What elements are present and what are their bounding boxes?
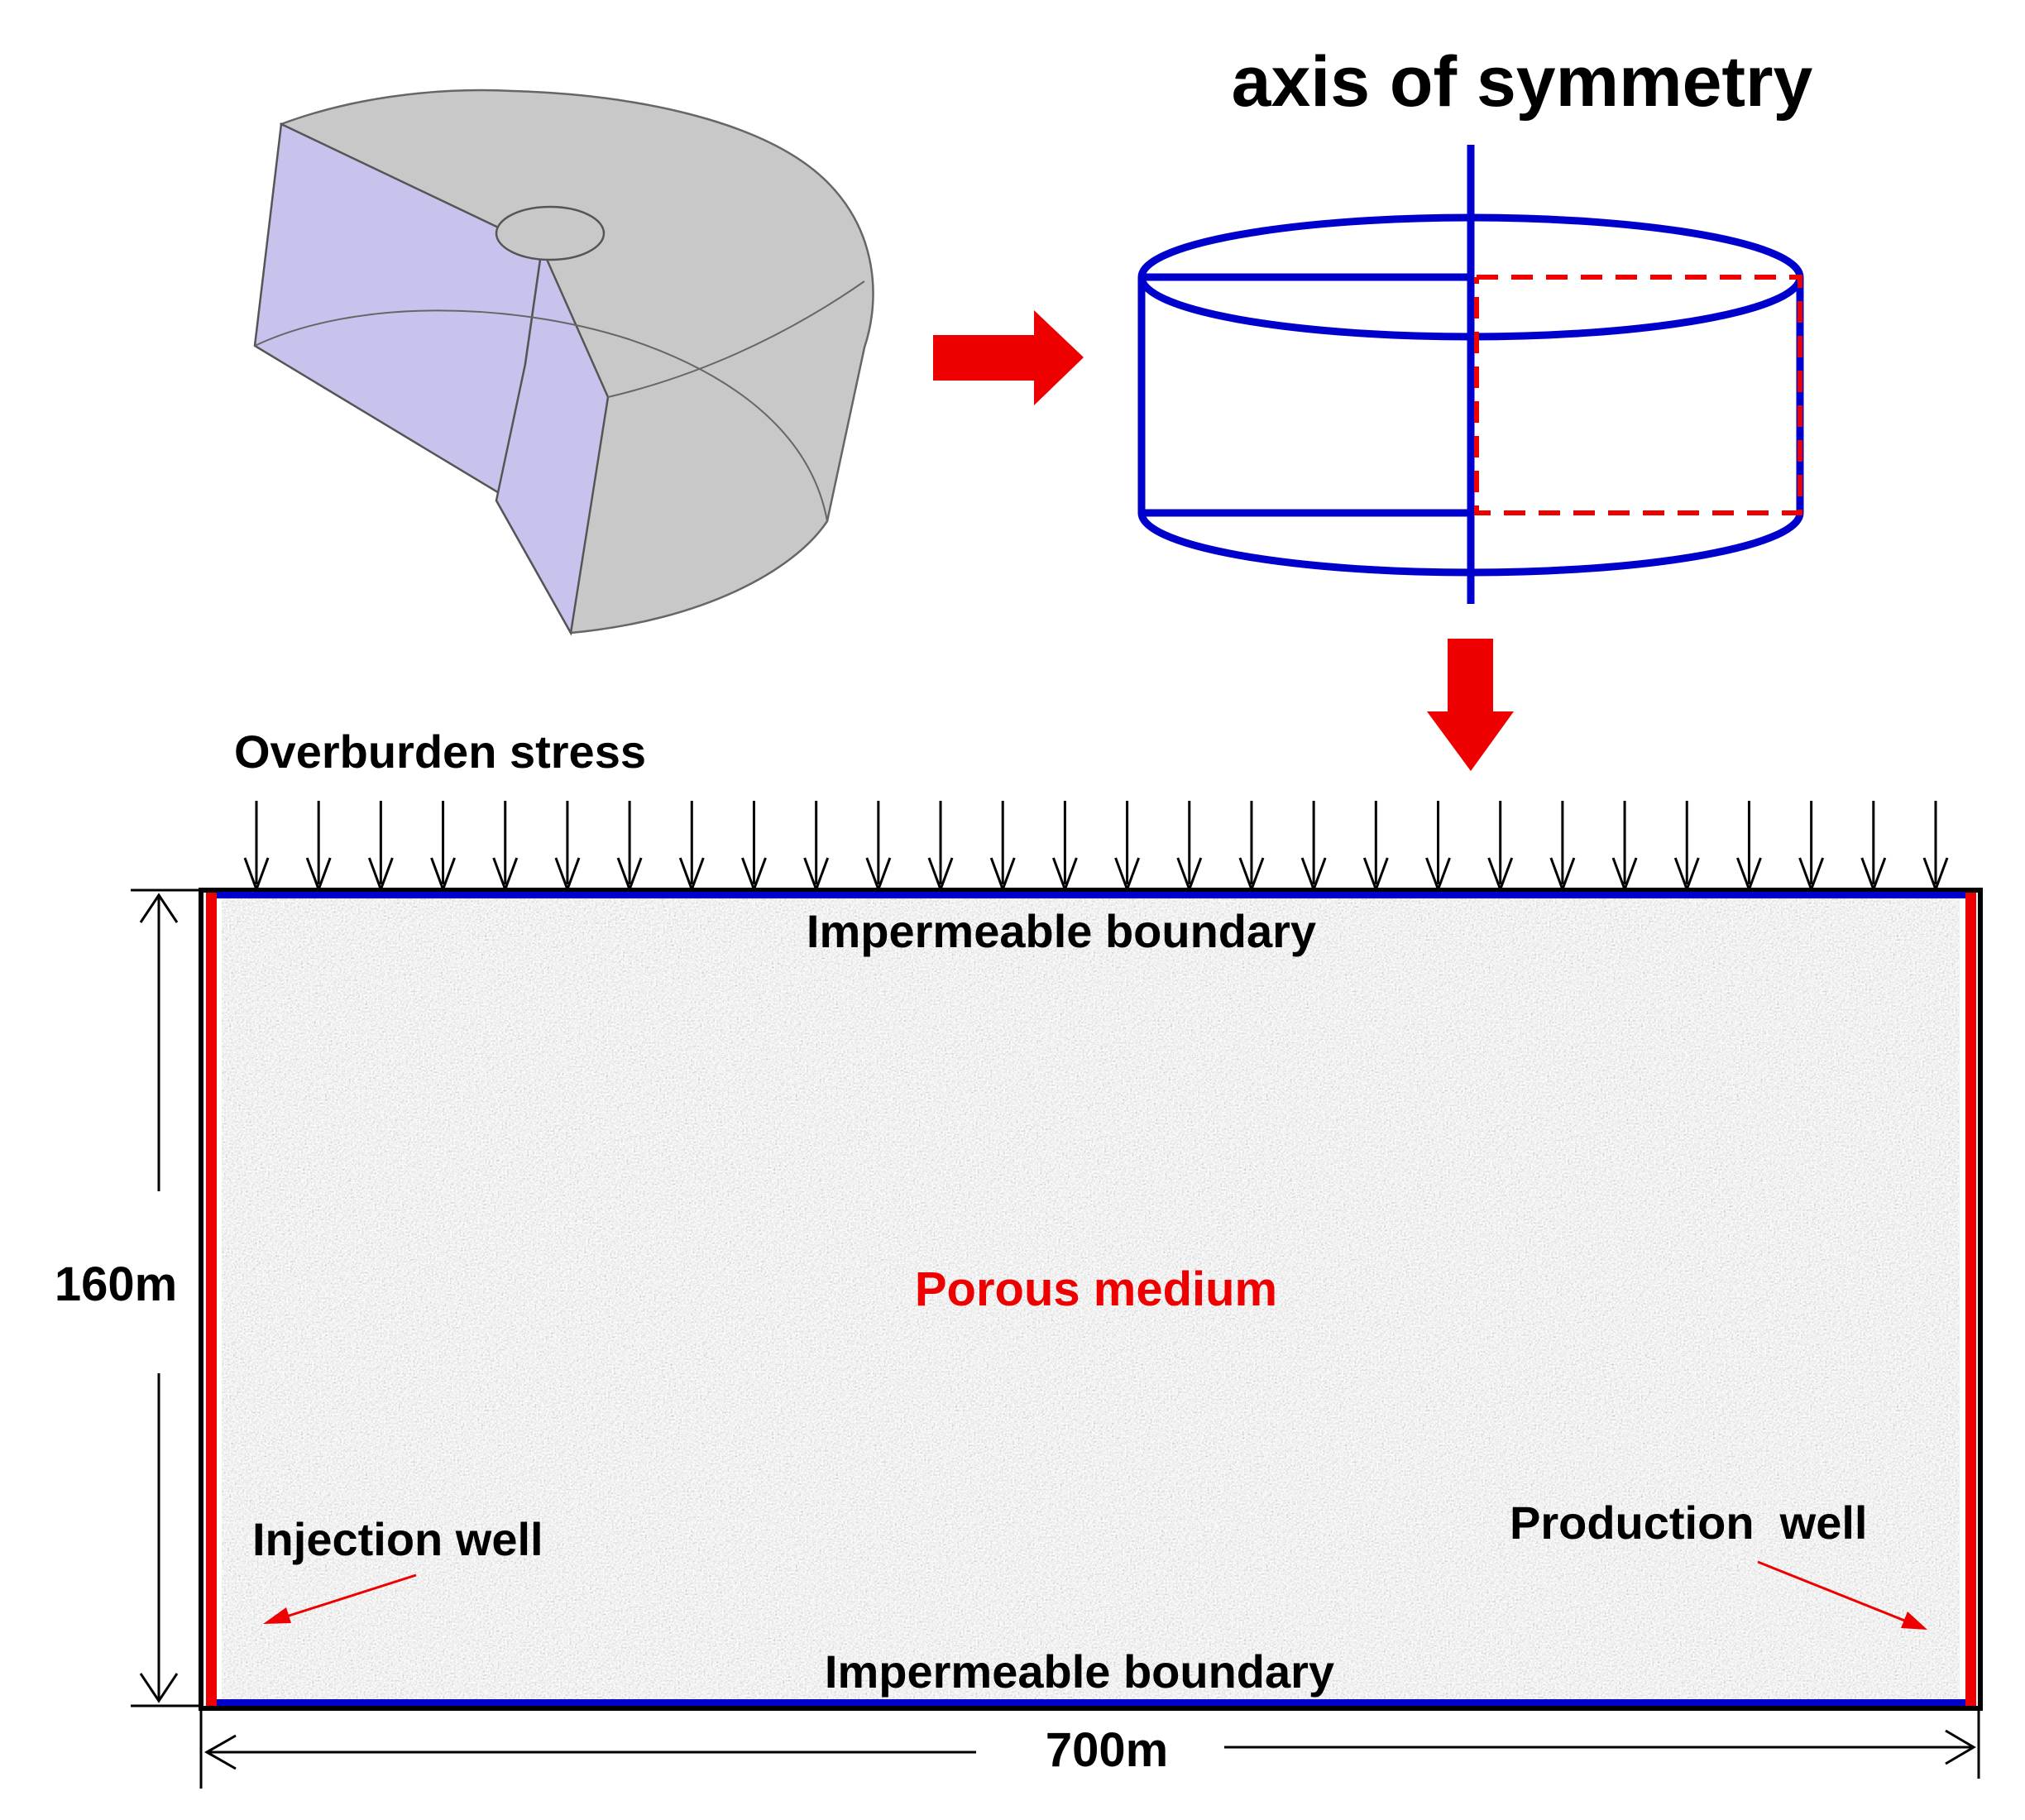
stress-arrow	[1673, 801, 1700, 893]
stress-arrow	[741, 801, 767, 893]
porous-medium-label: Porous medium	[915, 1262, 1277, 1316]
stress-arrow	[1425, 801, 1451, 893]
red-arrow-down	[1427, 639, 1514, 771]
stress-arrow	[430, 801, 456, 893]
stress-arrow	[1487, 801, 1514, 893]
production-well-pointer	[1757, 1560, 1927, 1630]
cylinder-schematic	[1137, 145, 1804, 604]
injection-well-label: Injection well	[252, 1513, 543, 1565]
domain-outline	[199, 888, 1983, 1711]
porous-medium-texture	[222, 898, 1960, 1700]
width-label: 700m	[1046, 1723, 1168, 1777]
width-dimension	[199, 1711, 1980, 1789]
stress-arrow	[1736, 801, 1762, 893]
height-dimension	[131, 888, 201, 1707]
seam-line-1	[254, 309, 828, 522]
seam-line-3	[826, 347, 865, 522]
bottom-boundary-label: Impermeable boundary	[825, 1645, 1334, 1698]
model-section-dashed	[1474, 275, 1802, 515]
injection-well-boundary	[206, 893, 217, 1706]
stress-arrow	[1860, 801, 1887, 893]
cut-face-right	[495, 244, 610, 636]
stress-arrow	[1922, 801, 1949, 893]
stress-arrow	[554, 801, 581, 893]
stress-arrow	[678, 801, 705, 893]
stress-arrow	[492, 801, 519, 893]
stress-arrow	[305, 801, 332, 893]
stress-arrow	[927, 801, 954, 893]
stress-arrow	[1052, 801, 1078, 893]
3d-model-illustration	[253, 89, 874, 636]
seam-line-2	[607, 280, 865, 398]
stress-arrow	[1176, 801, 1203, 893]
stress-arrow	[367, 801, 394, 893]
stress-arrow	[865, 801, 892, 893]
height-label: 160m	[55, 1257, 177, 1311]
production-well-boundary	[1965, 893, 1976, 1706]
stress-arrow	[1611, 801, 1638, 893]
top-boundary-label: Impermeable boundary	[807, 905, 1316, 957]
stress-arrow	[1549, 801, 1576, 893]
stress-arrow	[1798, 801, 1825, 893]
overburden-stress-label: Overburden stress	[234, 726, 646, 778]
stress-arrow	[803, 801, 830, 893]
stress-arrow	[989, 801, 1016, 893]
stress-arrows	[243, 801, 1949, 893]
inner-bore	[495, 205, 606, 261]
stress-arrow	[1300, 801, 1327, 893]
axis-of-symmetry-label: axis of symmetry	[1232, 42, 1813, 122]
stress-arrow	[1362, 801, 1389, 893]
production-well-label: Production well	[1510, 1497, 1867, 1549]
stress-arrow	[616, 801, 643, 893]
stress-arrow	[243, 801, 270, 893]
stress-arrow	[1114, 801, 1140, 893]
stress-arrow	[1238, 801, 1265, 893]
red-arrow-right	[933, 310, 1084, 405]
injection-well-pointer	[263, 1573, 417, 1624]
